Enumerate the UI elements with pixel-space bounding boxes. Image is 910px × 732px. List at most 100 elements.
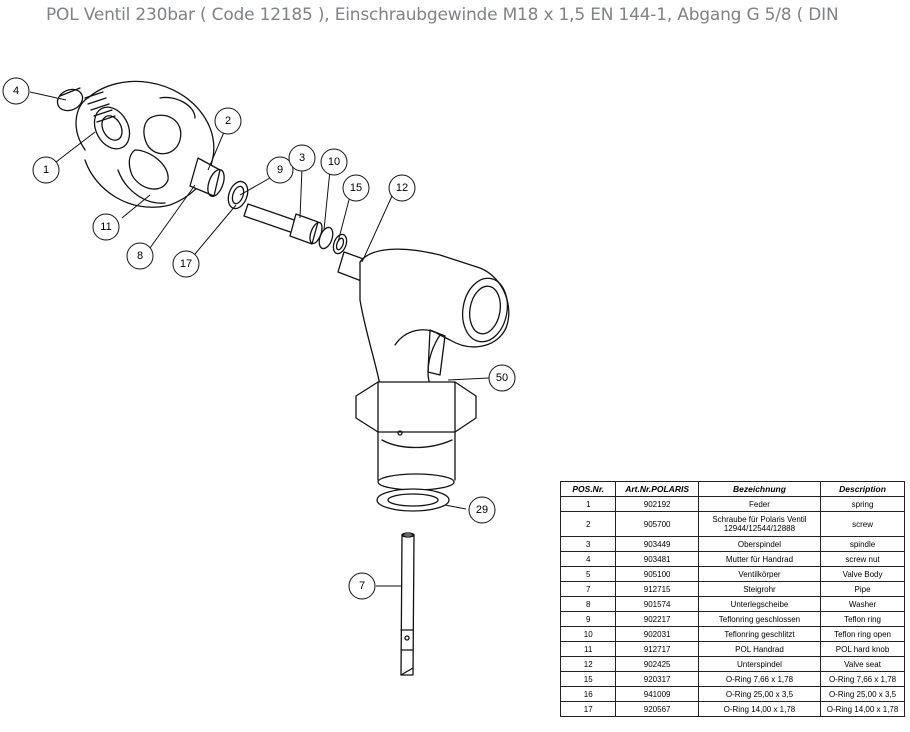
cell: Mutter für Handrad: [697, 551, 822, 567]
callout-label: 1: [43, 164, 49, 176]
cell: Schraube für Polaris Ventil 12944/12544/…: [697, 511, 822, 537]
cell: Teflon ring: [820, 611, 905, 627]
cell: 9: [559, 611, 617, 627]
header-pos: POS.Nr.: [559, 481, 617, 497]
cell: Teflon ring open: [820, 626, 905, 642]
callout-label: 29: [476, 504, 488, 516]
cell: Valve Body: [820, 566, 905, 582]
callout-label: 12: [396, 182, 408, 194]
cell: screw nut: [820, 551, 905, 567]
callout-label: 9: [277, 164, 283, 176]
cell: POL Handrad: [697, 641, 822, 657]
callout-3: [288, 144, 316, 172]
callout-7: [348, 572, 376, 600]
callout-label: 2: [225, 115, 231, 127]
callout-label: 4: [13, 85, 19, 97]
callout-label: 17: [180, 258, 192, 270]
header-bezeichnung: Bezeichnung: [697, 481, 822, 497]
header-description: Description: [820, 481, 905, 497]
callout-2: [214, 107, 242, 135]
page-title: POL Ventil 230bar ( Code 12185 ), Einsch…: [46, 5, 839, 25]
callout-17: [172, 250, 200, 278]
callout-label: 3: [299, 152, 305, 164]
cell: 11: [559, 641, 617, 657]
callout-bubbles: [2, 77, 516, 600]
cell: O-Ring 14,00 x 1,78: [697, 701, 822, 717]
dip-pipe: [400, 532, 415, 676]
cell: 15: [559, 671, 617, 687]
callout-label: 8: [137, 250, 143, 262]
callout-8: [126, 242, 154, 270]
cell: 902217: [615, 611, 699, 627]
cell: spring: [820, 496, 905, 512]
cell: O-Ring 25,00 x 3,5: [820, 686, 905, 702]
handwheel-screw: [189, 157, 225, 198]
parts-table: POS.Nr. Art.Nr.POLARIS Bezeichnung Descr…: [559, 481, 905, 717]
cell: 920317: [615, 671, 699, 687]
cell: 905700: [615, 511, 699, 537]
cell: 941009: [615, 686, 699, 702]
o-ring-large: [376, 488, 450, 512]
cell: 903481: [615, 551, 699, 567]
cell: O-Ring 7,66 x 1,78: [820, 671, 905, 687]
cell: 912715: [615, 581, 699, 597]
cell: 902031: [615, 626, 699, 642]
cell: Ventilkörper: [697, 566, 822, 582]
cell: 16: [559, 686, 617, 702]
handwheel-knob: [75, 80, 215, 208]
cell: O-Ring 7,66 x 1,78: [697, 671, 822, 687]
callout-label: 11: [100, 221, 111, 233]
cell: 2: [559, 511, 617, 537]
cell: Teflonring geschlitzt: [697, 626, 822, 642]
spring-and-nut: [56, 87, 116, 123]
cell: 10: [559, 626, 617, 642]
callout-12: [388, 174, 416, 202]
split-teflon-ring: [318, 226, 334, 250]
callout-15: [342, 174, 370, 202]
cell: Pipe: [820, 581, 905, 597]
callout-label: 10: [328, 156, 340, 168]
cell: 902425: [615, 656, 699, 672]
header-article: Art.Nr.POLARIS: [615, 481, 699, 497]
callout-11: [92, 213, 120, 241]
cell: 912717: [615, 641, 699, 657]
callout-label: 15: [350, 182, 362, 194]
cell: POL hard knob: [820, 641, 905, 657]
cell: 905100: [615, 566, 699, 582]
cell: 920567: [615, 701, 699, 717]
callout-29: [468, 496, 496, 524]
cell: 4: [559, 551, 617, 567]
callout-10: [320, 148, 348, 176]
cell: 5: [559, 566, 617, 582]
cell: 3: [559, 536, 617, 552]
cell: screw: [820, 511, 905, 537]
cell: 1: [559, 496, 617, 512]
cell: 8: [559, 596, 617, 612]
callout-9: [266, 156, 294, 184]
cell: 902192: [615, 496, 699, 512]
cell: 12: [559, 656, 617, 672]
table-header-row: POS.Nr. Art.Nr.POLARIS Bezeichnung Descr…: [559, 481, 905, 497]
cell: Oberspindel: [697, 536, 822, 552]
callout-50: [488, 364, 516, 392]
cell: 901574: [615, 596, 699, 612]
callout-label: 7: [359, 580, 365, 592]
cell: Valve seat: [820, 656, 905, 672]
valve-body: [355, 248, 510, 491]
cell: 903449: [615, 536, 699, 552]
cell: O-Ring 25,00 x 3,5: [697, 686, 822, 702]
